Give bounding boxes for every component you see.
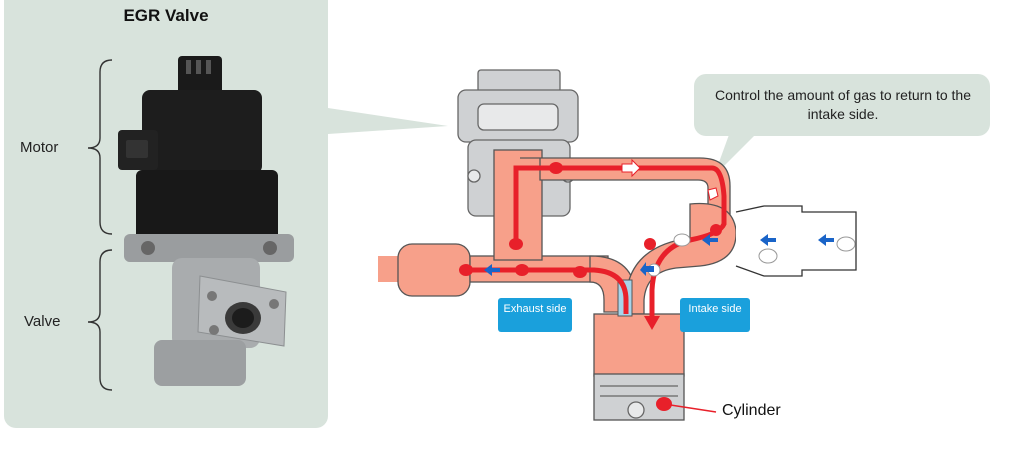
egr-return-pipe — [520, 157, 731, 215]
motor-bracket — [87, 59, 113, 235]
cylinder-label: Cylinder — [722, 402, 781, 419]
intake-side-label: Intake side — [680, 298, 750, 332]
intake-flow-arrows — [484, 234, 834, 276]
return-flow-arrows — [621, 158, 719, 201]
cylinder-top — [593, 313, 685, 377]
callout-bubble — [694, 74, 990, 136]
valve-label: Valve — [24, 313, 61, 330]
callout-text: Control the amount of gas to return to t… — [714, 87, 972, 122]
cylinder-flow-arrow — [644, 316, 660, 330]
exhaust-flow-line — [466, 267, 629, 314]
exhaust-side-label: Exhaust side — [498, 298, 572, 332]
callout-bubble-pointer — [714, 132, 758, 176]
motor-label: Motor — [20, 139, 59, 156]
panel-callout-pointer — [328, 108, 448, 134]
panel-title: EGR Valve — [123, 6, 209, 25]
intake-junction — [625, 202, 737, 315]
valve-bracket — [87, 249, 113, 391]
egr-valve-image — [118, 56, 294, 386]
cylinder-leader — [663, 403, 717, 413]
